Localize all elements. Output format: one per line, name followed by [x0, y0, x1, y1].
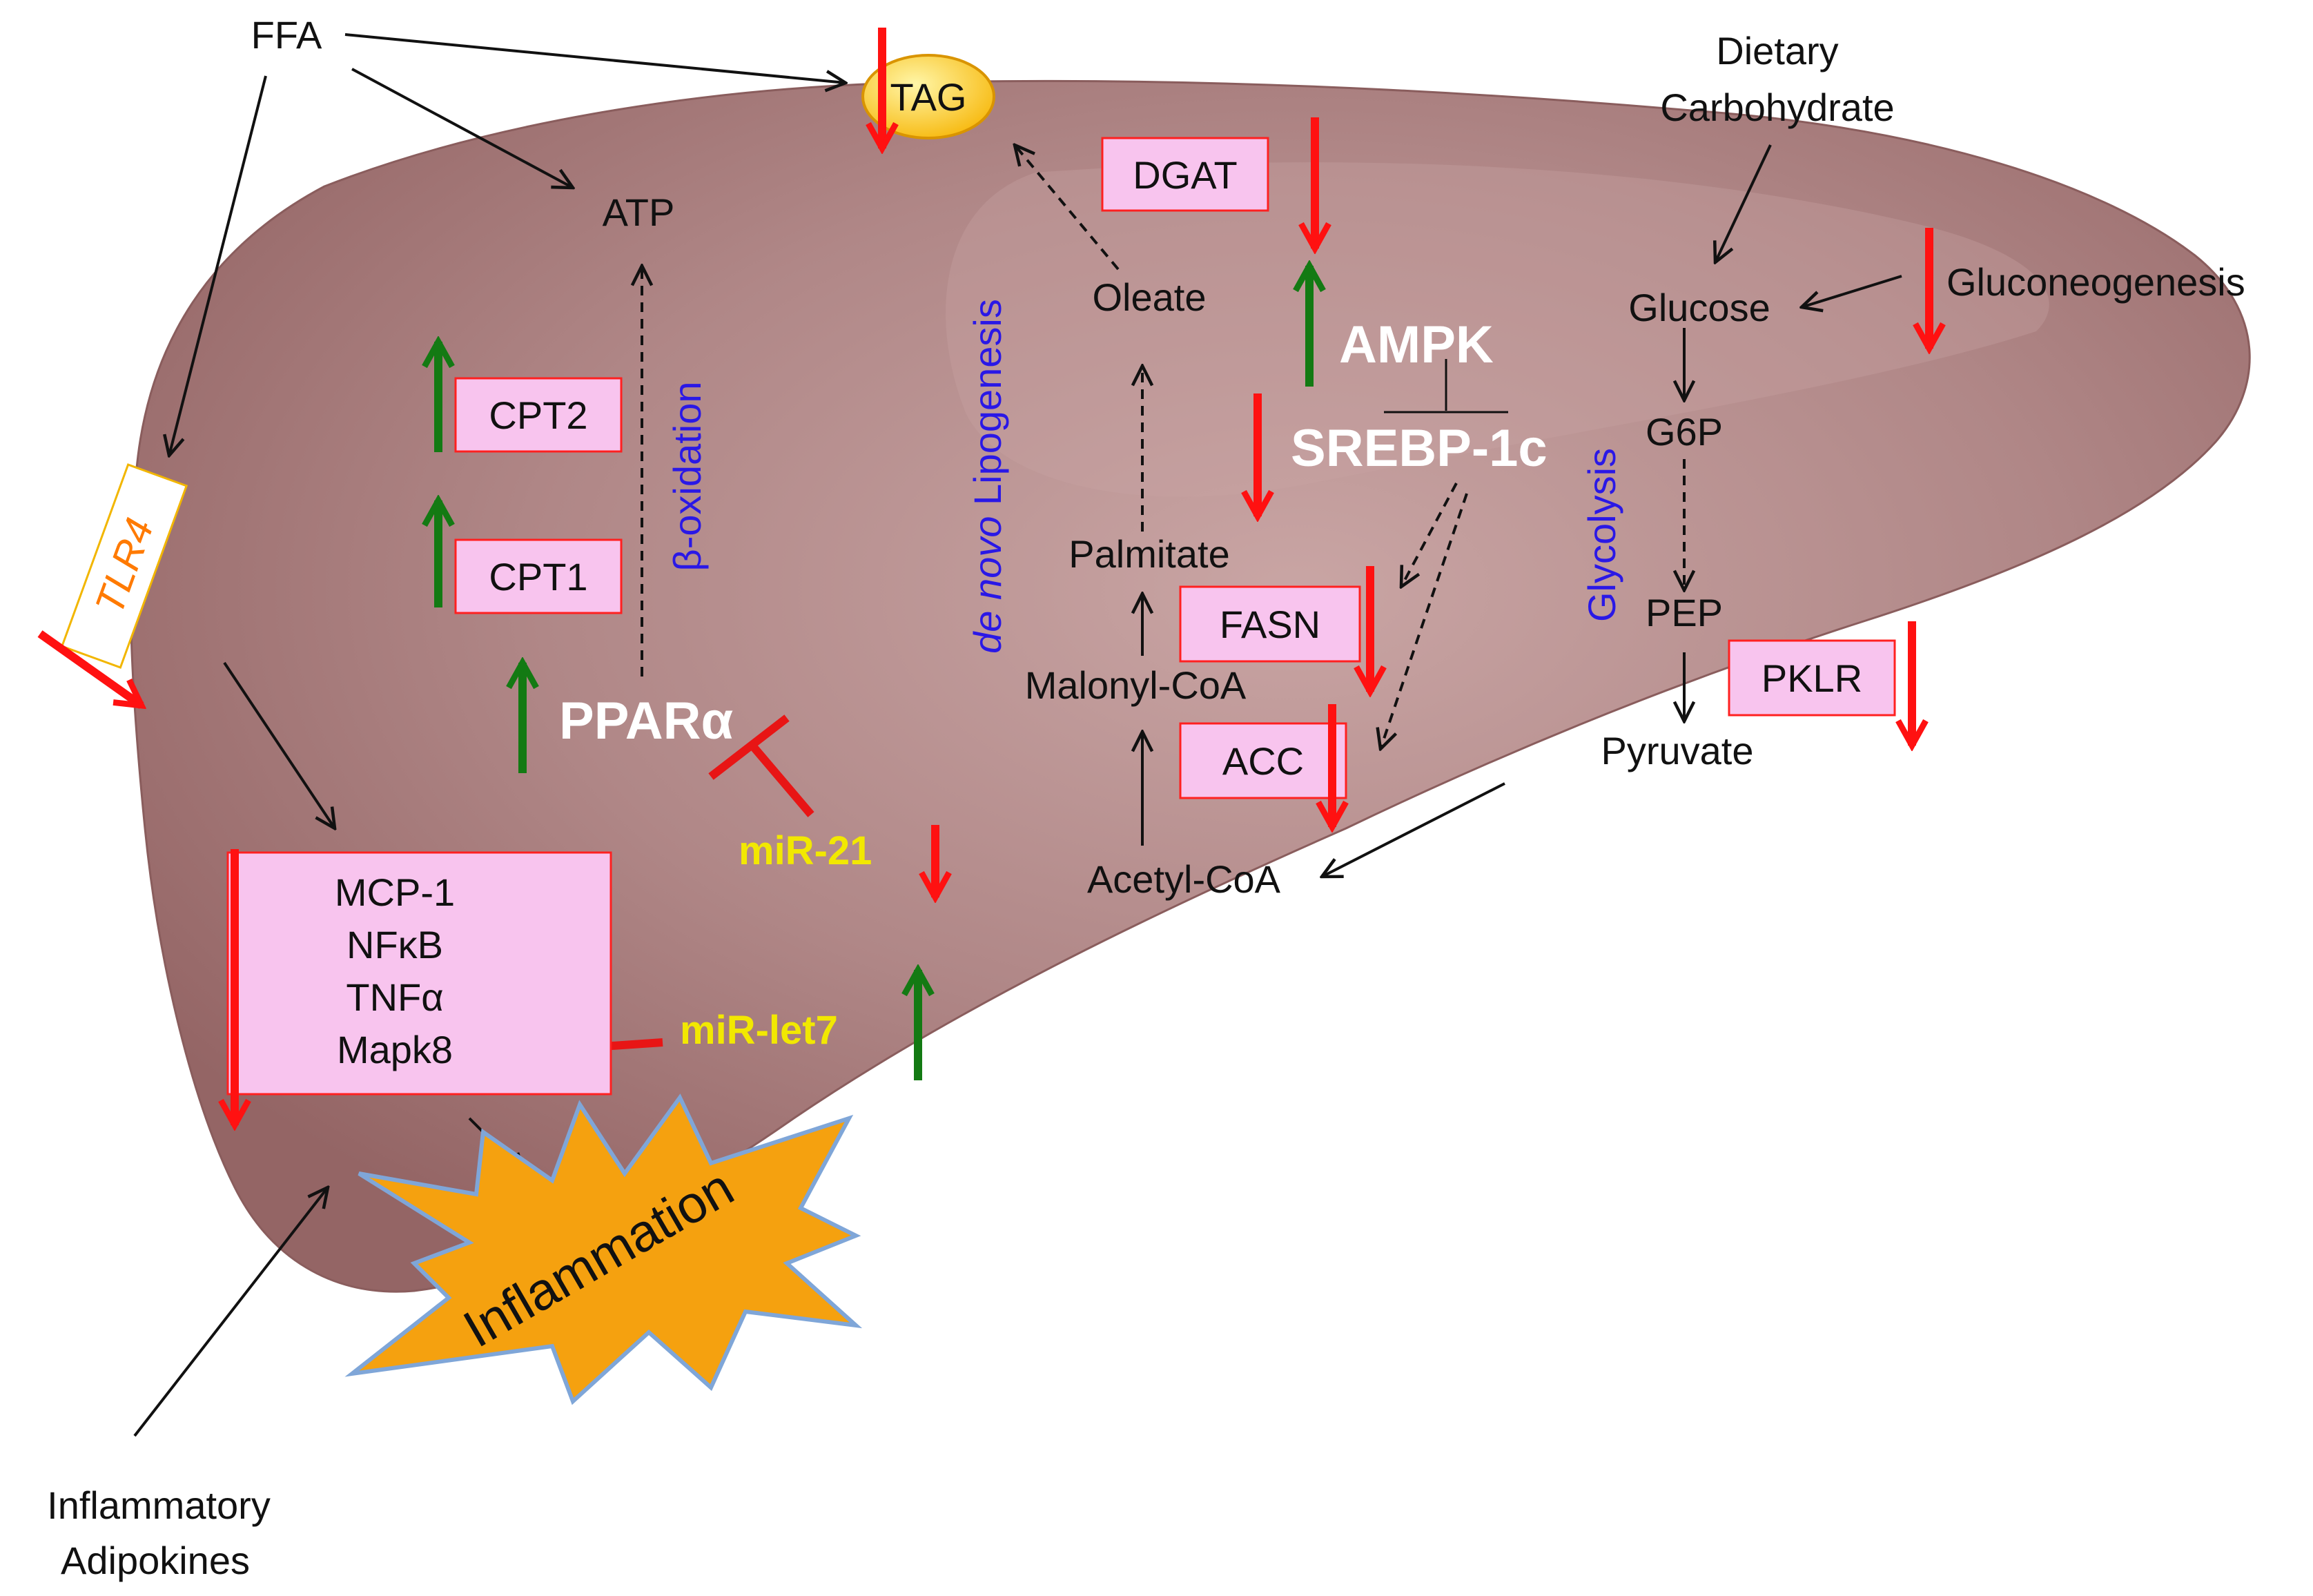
de-novo-lipogenesis-label: de novo Lipogenesis [966, 299, 1009, 654]
ffa-to-tag-arrow [344, 33, 846, 83]
fasn-label: FASN [1220, 603, 1320, 646]
oleate-to-tag-dashed-arrow [1015, 145, 1120, 271]
carbohydrate-label: Carbohydrate [1660, 86, 1894, 129]
gene-nfkb: NFκB [347, 923, 443, 966]
srebp-to-fasn-dashed-arrow [1401, 483, 1458, 587]
oleate-label: Oleate [1093, 275, 1207, 319]
pyruvate-label: Pyruvate [1601, 729, 1754, 772]
pep-label: PEP [1646, 591, 1723, 634]
lipogenesis-word: Lipogenesis [966, 299, 1009, 516]
solid-arrows [133, 33, 1902, 1437]
glucose-label: Glucose [1628, 286, 1770, 329]
gene-box-inflammatory: MCP-1 NFκB TNFα Mapk8 [226, 851, 612, 1096]
cpt2-label: CPT2 [489, 393, 587, 437]
inflammation-burst: Inflammation [344, 1093, 863, 1405]
up-regulation-arrows [438, 266, 1309, 1080]
tag-node: TAG [861, 54, 995, 139]
dietary-label: Dietary [1716, 29, 1838, 72]
liver-highlight [946, 162, 2049, 497]
gene-box-pklr: PKLR [1728, 639, 1896, 717]
acetylcoa-label: Acetyl-CoA [1087, 857, 1281, 901]
gluconeogenesis-label: Gluconeogenesis [1946, 260, 2245, 304]
ffa-label: FFA [251, 13, 322, 57]
gluconeo-to-glucose-arrow [1802, 275, 1902, 307]
g6p-label: G6P [1646, 410, 1723, 454]
gene-mcp1: MCP-1 [335, 870, 455, 914]
ffa-to-tlr4-arrow [169, 75, 267, 456]
glycolysis-label: Glycolysis [1580, 448, 1623, 622]
gene-tnfa: TNFα [346, 975, 443, 1019]
glycolysis-to-acetylcoa-arrow [1322, 782, 1505, 877]
ppara-label: PPARα [559, 692, 733, 750]
gene-box-fasn: FASN [1179, 585, 1361, 663]
malonylcoa-label: Malonyl-CoA [1025, 663, 1247, 707]
srebp-to-acc-dashed-arrow [1380, 493, 1468, 749]
down-regulation-arrows [37, 28, 1929, 1125]
gene-box-acc: ACC [1179, 722, 1347, 799]
gene-box-cpt1: CPT1 [454, 538, 623, 614]
palmitate-label: Palmitate [1068, 532, 1229, 576]
adipokines-to-inflammation-arrow [133, 1187, 328, 1437]
gene-box-cpt2: CPT2 [454, 377, 623, 453]
tlr4-down-arrow [37, 630, 141, 705]
tlr4-to-genes-arrow [223, 661, 335, 828]
gene-box-dgat: DGAT [1101, 137, 1269, 212]
dashed-arrows [642, 145, 1684, 749]
gene-mapk8: Mapk8 [337, 1028, 453, 1071]
acc-label: ACC [1222, 739, 1304, 783]
ffa-to-atp-arrow [351, 68, 573, 188]
dgat-label: DGAT [1133, 153, 1237, 197]
mir21-inhibits-ppara [749, 743, 814, 817]
ampk-inhibits-srebp [1384, 359, 1508, 413]
liver-shape [129, 79, 2251, 1293]
adipokines-label: Adipokines [61, 1539, 250, 1582]
carb-to-glucose-arrow [1715, 144, 1772, 262]
tag-label: TAG [890, 75, 967, 119]
pklr-label: PKLR [1761, 656, 1862, 700]
srebp1c-label: SREBP-1c [1291, 419, 1548, 478]
atp-label: ATP [603, 191, 675, 234]
mir21-label: miR-21 [739, 828, 872, 873]
mirlet7-label: miR-let7 [680, 1008, 838, 1053]
cpt1-label: CPT1 [489, 555, 587, 598]
ampk-label: AMPK [1339, 315, 1494, 374]
inflammatory-label: Inflammatory [47, 1483, 271, 1527]
beta-oxidation-label: β-oxidation [665, 381, 709, 571]
de-novo-prefix: de novo [966, 516, 1009, 654]
